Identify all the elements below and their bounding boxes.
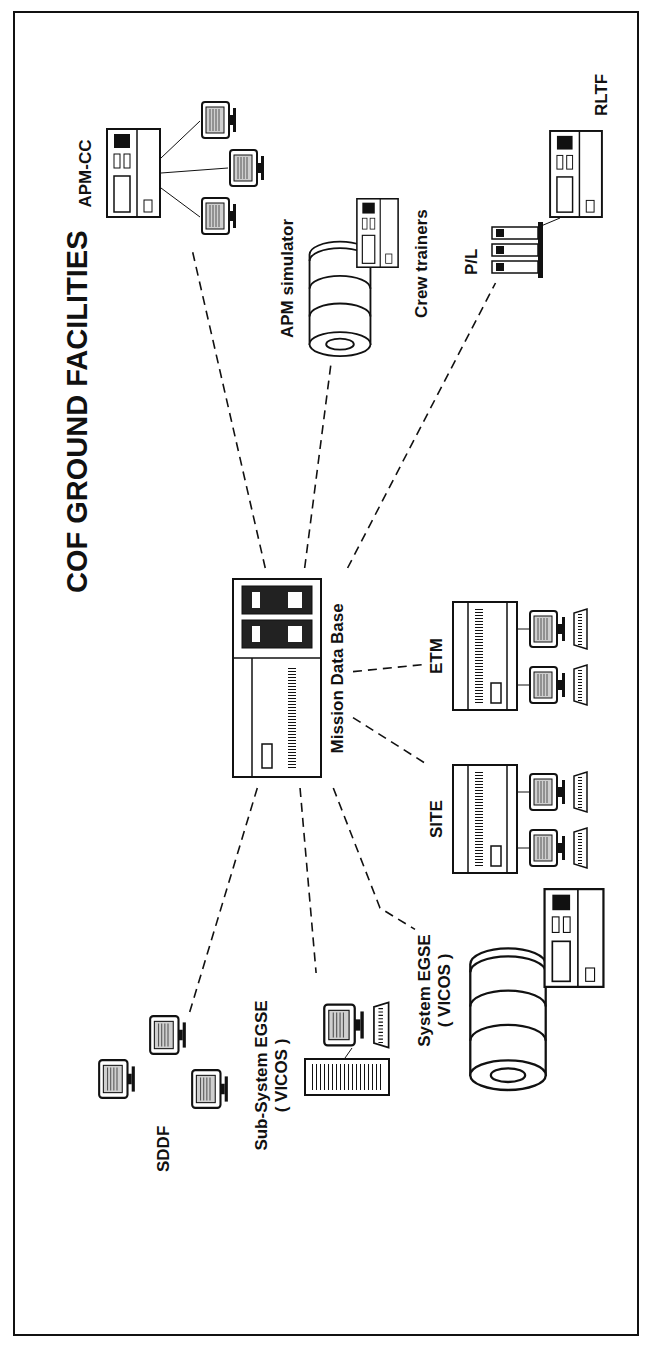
terminal-icon — [530, 609, 587, 649]
tower-icon — [305, 1059, 389, 1095]
dashed-connector — [300, 788, 316, 973]
facility-label: Mission Data Base — [328, 603, 348, 754]
dashed-connector — [353, 718, 425, 764]
facility-node: P/L — [458, 123, 616, 283]
free-label: RLTF — [592, 74, 612, 116]
cable-line — [541, 218, 560, 226]
computer-icon — [550, 131, 602, 217]
rack-indicator — [496, 229, 504, 237]
facility-label: SITE — [427, 799, 447, 838]
facility-node: Sub-System EGSE ( VICOS ) — [250, 973, 400, 1178]
cabinet-icon — [453, 602, 517, 710]
monitor-icon — [202, 198, 236, 234]
rack-indicator — [496, 263, 504, 271]
mainframe-icon — [233, 579, 321, 777]
dashed-connector — [353, 664, 425, 671]
monitor-icon — [230, 150, 264, 186]
monitor-icon — [150, 1016, 186, 1054]
facility-label: P/L — [462, 248, 482, 275]
cable-lines — [518, 792, 530, 848]
dashed-connector — [192, 248, 266, 568]
monitor-icon — [202, 102, 236, 138]
cable-lines — [518, 629, 530, 685]
cable-line — [345, 1048, 352, 1058]
facility-node: System EGSE ( VICOS ) — [415, 878, 615, 1103]
facility-node: Mission Data Base — [228, 568, 353, 788]
rack-indicator — [496, 246, 504, 254]
rack-base — [538, 222, 543, 278]
facility-label: ETM — [427, 637, 447, 674]
rack-unit — [492, 227, 538, 239]
facility-node: SDDF — [92, 1013, 237, 1178]
facility-label: System EGSE ( VICOS ) — [415, 934, 455, 1048]
dashed-connector — [189, 788, 257, 1013]
monitor-icon — [99, 1060, 135, 1098]
facility-node: SITE — [425, 751, 600, 886]
terminal-icon — [530, 772, 587, 812]
terminal-icon — [324, 1002, 388, 1047]
dashed-connector — [348, 283, 496, 568]
diagram-title: COF GROUND FACILITIES — [60, 231, 94, 594]
dashed-connector — [305, 363, 331, 568]
facility-node: APM simulator — [278, 193, 406, 363]
drum-icon — [470, 948, 545, 1090]
cabinet-icon — [453, 765, 517, 873]
monitor-icon — [192, 1070, 228, 1108]
facility-label: SDDF — [154, 1125, 174, 1172]
terminal-icon — [530, 828, 587, 868]
facility-label: APM simulator — [278, 218, 298, 338]
facility-label: Sub-System EGSE ( VICOS ) — [252, 1000, 292, 1152]
rack-unit — [492, 244, 538, 256]
computer-icon — [357, 199, 398, 267]
rack-unit — [492, 261, 538, 273]
facility-node: ETM — [425, 588, 600, 723]
dashed-connector — [333, 788, 415, 929]
frame-border — [14, 12, 638, 1335]
terminal-icon — [530, 665, 587, 705]
facility-node: APM-CC — [72, 98, 277, 248]
computer-icon — [545, 889, 604, 987]
facility-label: APM-CC — [76, 139, 96, 208]
free-label: Crew trainers — [412, 209, 432, 318]
computer-icon — [107, 129, 160, 217]
